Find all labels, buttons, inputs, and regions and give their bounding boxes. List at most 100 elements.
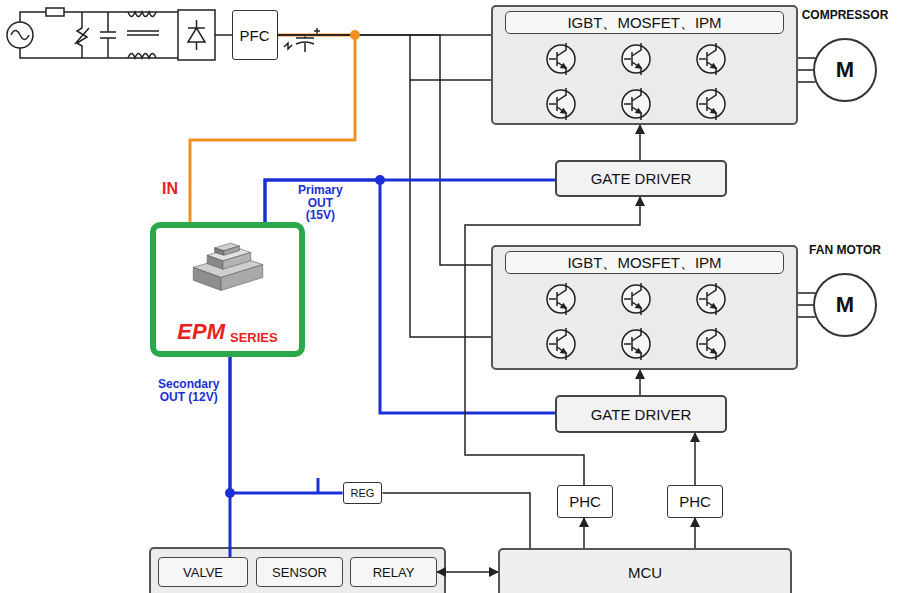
connector xyxy=(278,35,492,265)
igbt-symbol xyxy=(697,283,725,315)
igbt-symbol xyxy=(636,304,641,308)
igbt-symbol xyxy=(636,64,641,68)
node-label: IGBT、MOSFET、IPM xyxy=(505,251,784,274)
module-icon-face xyxy=(207,255,223,269)
connector xyxy=(190,35,355,222)
node-label: M xyxy=(836,292,854,318)
igbt-symbol xyxy=(711,109,716,113)
connector xyxy=(639,370,641,395)
wire xyxy=(215,34,232,36)
junction-dot xyxy=(225,488,235,498)
node-label: PHC xyxy=(569,493,601,510)
fuse-symbol xyxy=(46,8,64,16)
node-label: MCU xyxy=(628,564,662,581)
igbt-symbol xyxy=(549,328,566,360)
ac-source xyxy=(7,22,33,48)
photocoupler-box: PHC xyxy=(667,485,723,518)
node-label: GATE DRIVER xyxy=(591,170,692,187)
node-label: PFC xyxy=(240,27,270,44)
rectifier-box xyxy=(178,10,215,60)
igbt-symbol xyxy=(699,283,716,315)
regulator-box: REG xyxy=(343,482,383,504)
connector xyxy=(583,518,585,548)
input-wire xyxy=(20,12,178,58)
module-icon-face xyxy=(221,265,263,291)
igbt-symbol xyxy=(624,88,641,120)
ac-wave xyxy=(11,31,29,40)
igbt-symbol xyxy=(622,283,650,315)
node-label: M xyxy=(836,57,854,83)
photocoupler-box: PHC xyxy=(557,485,613,518)
bulk-capacitor-symbol xyxy=(296,28,320,52)
igbt-symbol xyxy=(699,88,716,120)
connector xyxy=(639,125,641,160)
pfc-box: PFC xyxy=(232,10,278,60)
inverter-box: IGBT、MOSFET、IPM xyxy=(491,5,798,125)
igbt-symbol xyxy=(561,64,566,68)
node-label: PHC xyxy=(679,493,711,510)
connector xyxy=(437,571,498,573)
igbt-symbol xyxy=(624,328,641,360)
connector xyxy=(265,180,555,222)
igbt-symbol xyxy=(561,109,566,113)
connector xyxy=(382,493,530,548)
epm-module-box: EPM SERIES xyxy=(150,222,305,357)
connector xyxy=(694,433,696,485)
connector xyxy=(694,518,696,548)
igbt-symbol xyxy=(697,328,725,360)
varistor-symbol xyxy=(75,12,89,58)
node-label: VALVE xyxy=(183,565,223,580)
igbt-symbol xyxy=(697,43,725,75)
inverter-box: IGBT、MOSFET、IPM xyxy=(491,245,798,370)
igbt-symbol xyxy=(622,328,650,360)
module-icon xyxy=(184,234,272,296)
igbt-symbol xyxy=(711,349,716,353)
node-label: SERIES xyxy=(230,330,278,345)
gate-driver-box: GATE DRIVER xyxy=(555,160,727,197)
diode-symbol xyxy=(188,20,205,50)
junction-dot xyxy=(350,30,360,40)
peripheral-box: RELAY xyxy=(350,557,437,587)
input-circuit xyxy=(7,8,320,60)
igbt-symbol xyxy=(561,304,566,308)
igbt-symbol xyxy=(699,328,716,360)
peripheral-box: VALVE xyxy=(158,557,248,587)
motor-circle: COMPRESSORM xyxy=(813,38,877,102)
igbt-symbol xyxy=(547,43,575,75)
module-icon-face xyxy=(215,248,224,255)
connector xyxy=(230,357,343,493)
igbt-symbol xyxy=(624,283,641,315)
peripheral-box: SENSOR xyxy=(256,557,343,587)
igbt-symbol xyxy=(561,349,566,353)
secondary-wire xyxy=(317,478,320,493)
igbt-symbol xyxy=(549,88,566,120)
node-label: SENSOR xyxy=(272,565,327,580)
capacitor-symbol xyxy=(100,12,116,58)
igbt-symbol xyxy=(549,43,566,75)
module-icon-face xyxy=(223,252,251,269)
igbt-symbol xyxy=(547,88,575,120)
output-label: Primary OUT (15V) xyxy=(298,184,343,222)
igbt-symbol xyxy=(699,43,716,75)
motor-circle: FAN MOTORM xyxy=(813,273,877,337)
capacitor-mark xyxy=(284,43,292,49)
igbt-symbol xyxy=(549,283,566,315)
module-icon-face xyxy=(224,246,240,255)
motor-label: FAN MOTOR xyxy=(809,243,881,257)
input-label: IN xyxy=(162,180,178,198)
igbt-symbol xyxy=(711,304,716,308)
module-icon-face xyxy=(193,267,221,290)
gate-driver-box: GATE DRIVER xyxy=(555,395,727,433)
igbt-symbol xyxy=(622,43,650,75)
output-label: Secondary OUT (12V) xyxy=(158,378,219,403)
motor-label: COMPRESSOR xyxy=(802,8,889,22)
mcu-box: MCU xyxy=(498,548,792,593)
node-label: GATE DRIVER xyxy=(591,406,692,423)
node-label: IGBT、MOSFET、IPM xyxy=(505,11,784,34)
choke-symbol xyxy=(127,12,159,58)
igbt-symbol xyxy=(636,109,641,113)
igbt-symbol xyxy=(636,349,641,353)
node-label: EPM xyxy=(177,319,225,345)
igbt-symbol xyxy=(624,43,641,75)
